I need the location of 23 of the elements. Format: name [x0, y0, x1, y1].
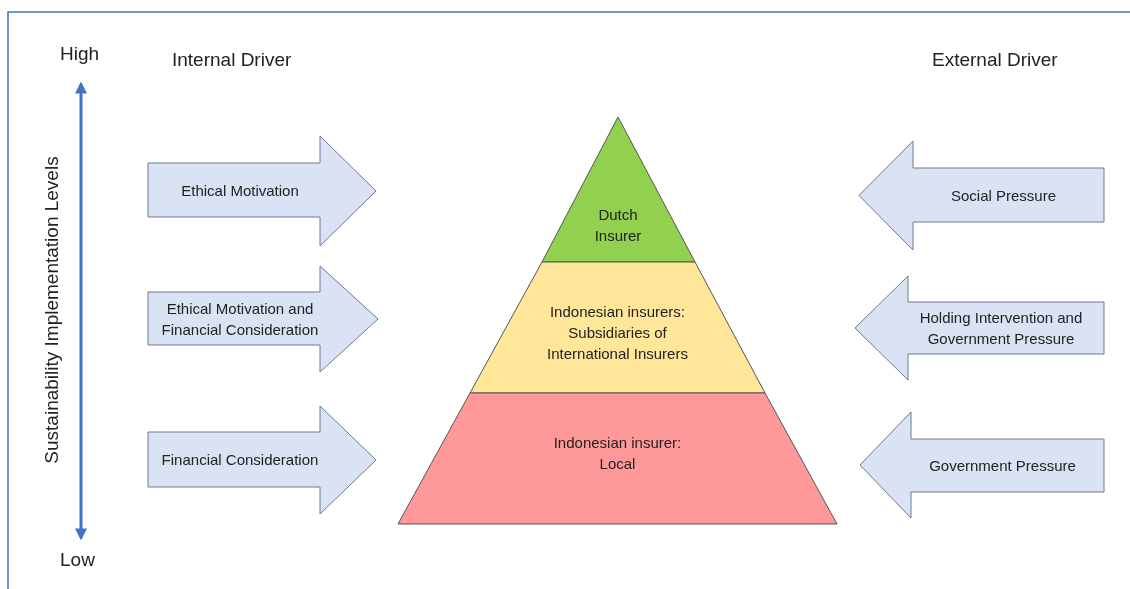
panel-label: Ethical Motivation — [181, 180, 299, 201]
pyramid-tier — [398, 393, 837, 524]
pointer-shaped-panel — [148, 266, 378, 372]
panel-label: Holding Intervention and Government Pressure — [918, 308, 1084, 349]
axis-end-label: High — [60, 43, 100, 65]
panel-label: Government Pressure — [929, 456, 1076, 476]
pointer-shaped-panel — [148, 406, 376, 514]
tier-label: Indonesian insurers: Subsidiaries of International Insurers — [546, 301, 689, 364]
panel-label: Financial Consideration — [161, 450, 319, 470]
pointer-shaped-panel — [148, 136, 376, 246]
pyramid-tier — [542, 117, 695, 262]
panel-label: Social Pressure — [950, 185, 1056, 206]
tier-label: Indonesian insurer: Local — [552, 433, 683, 474]
axis-end-label: Low — [60, 549, 95, 571]
pointer-shaped-panel — [859, 141, 1104, 250]
pointer-shaped-panel — [860, 412, 1104, 518]
pyramid-tier — [470, 262, 765, 393]
column-heading: Internal Driver — [172, 49, 292, 71]
column-heading: External Driver — [932, 49, 1058, 71]
panel-label: Ethical Motivation and Financial Consideration — [160, 298, 320, 340]
axis-title: Sustainability Implementation Levels — [41, 156, 63, 464]
tier-label: Dutch Insurer — [593, 205, 643, 246]
pointer-shaped-panel — [855, 276, 1104, 380]
